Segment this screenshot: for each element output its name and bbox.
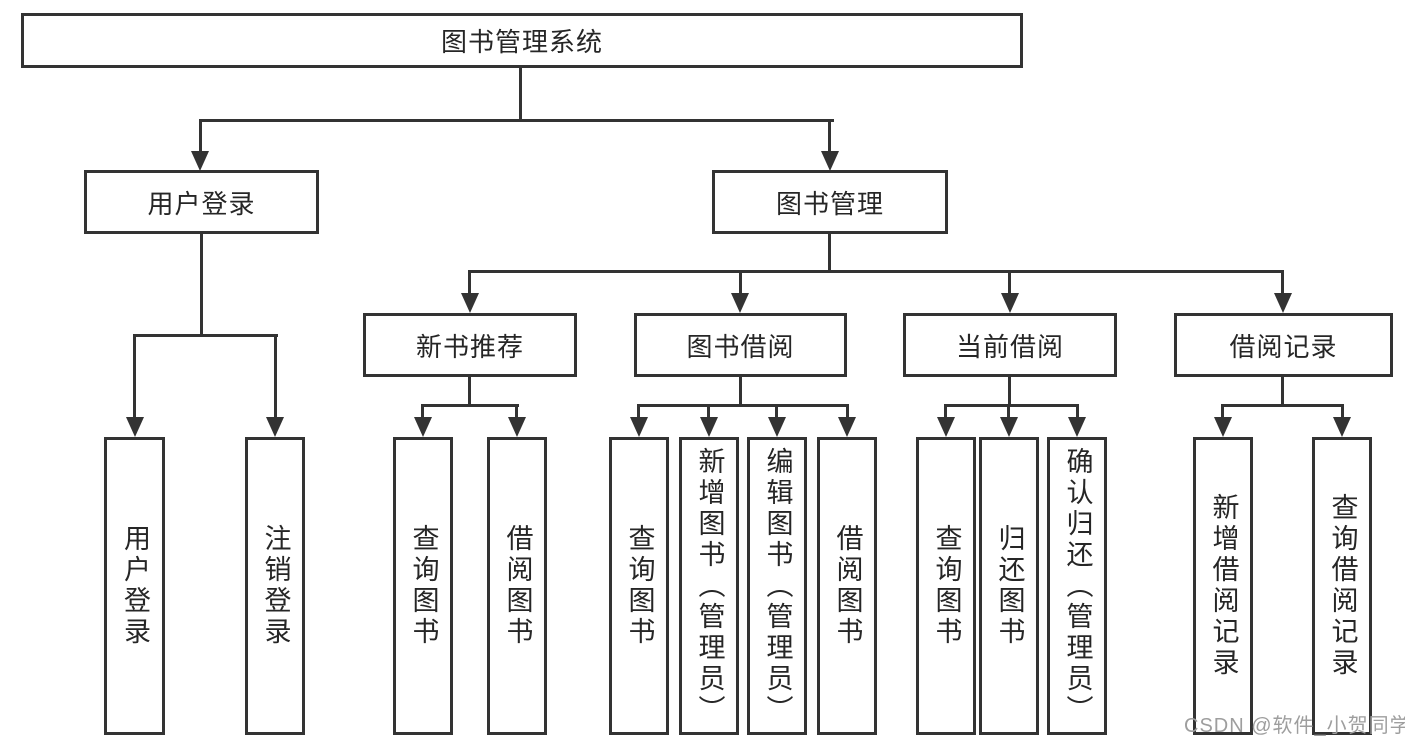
connector-drop-borrow-records xyxy=(1281,270,1284,295)
node-borrow-records: 借阅记录 xyxy=(1174,313,1393,377)
leaf-record-query-label: 查询借阅记录 xyxy=(1327,493,1358,679)
arrow-down-cb2 xyxy=(1000,417,1018,437)
node-book-management-label: 图书管理 xyxy=(775,188,884,219)
leaf-logout-label: 注销登录 xyxy=(260,524,291,648)
node-user-login: 用户登录 xyxy=(84,170,319,234)
leaf-current-confirm-admin-label: 确认归还（管理员） xyxy=(1062,446,1093,726)
arrow-down-leaf-logout xyxy=(266,417,284,437)
connector-book-management-stem xyxy=(828,233,831,273)
arrow-down-cb3 xyxy=(1068,417,1086,437)
connector-book-borrow-bar xyxy=(637,404,849,407)
connector-new-book-bar xyxy=(421,404,519,407)
connector-drop-newbook-borrow xyxy=(515,404,518,419)
node-book-management: 图书管理 xyxy=(712,170,948,234)
connector-book-borrow-stem xyxy=(739,375,742,407)
connector-drop-bb2 xyxy=(707,404,710,419)
leaf-newbook-query-label: 查询图书 xyxy=(408,524,439,648)
connector-drop-br2 xyxy=(1341,404,1344,419)
connector-user-login-stem xyxy=(200,233,203,337)
connector-drop-newbook-query xyxy=(421,404,424,419)
node-book-borrow-label: 图书借阅 xyxy=(686,331,795,362)
node-root: 图书管理系统 xyxy=(21,13,1023,68)
leaf-borrow-add-admin-label: 新增图书（管理员） xyxy=(694,446,725,726)
leaf-user-login-label: 用户登录 xyxy=(120,524,150,648)
leaf-borrow-add-admin: 新增图书（管理员） xyxy=(679,437,739,735)
leaf-borrow-book-label: 借阅图书 xyxy=(832,524,863,648)
leaf-logout: 注销登录 xyxy=(245,437,305,735)
leaf-borrow-query-label: 查询图书 xyxy=(624,524,655,648)
connector-drop-book-management xyxy=(828,119,831,153)
connector-drop-cb3 xyxy=(1076,404,1079,419)
connector-new-book-stem xyxy=(468,375,471,407)
leaf-borrow-edit-admin: 编辑图书（管理员） xyxy=(747,437,807,735)
connector-drop-current-borrow xyxy=(1008,270,1011,295)
connector-drop-bb1 xyxy=(637,404,640,419)
arrow-down-br2 xyxy=(1333,417,1351,437)
arrow-down-br1 xyxy=(1214,417,1232,437)
leaf-record-add: 新增借阅记录 xyxy=(1193,437,1253,735)
node-new-book-recommend-label: 新书推荐 xyxy=(415,331,524,362)
node-book-borrow: 图书借阅 xyxy=(634,313,847,377)
arrow-down-bb4 xyxy=(838,417,856,437)
connector-user-login-bar xyxy=(133,334,278,337)
leaf-newbook-borrow: 借阅图书 xyxy=(487,437,547,735)
connector-drop-book-borrow xyxy=(739,270,742,295)
connector-drop-leaf-logout xyxy=(274,334,277,418)
leaf-borrow-book: 借阅图书 xyxy=(817,437,877,735)
arrow-down-bb3 xyxy=(768,417,786,437)
connector-current-stem xyxy=(1008,375,1011,407)
connector-drop-new-book-recommend xyxy=(468,270,471,295)
leaf-current-query-label: 查询图书 xyxy=(931,524,962,648)
connector-drop-bb3 xyxy=(775,404,778,419)
leaf-newbook-query: 查询图书 xyxy=(393,437,453,735)
leaf-borrow-query: 查询图书 xyxy=(609,437,669,735)
arrow-down-borrow-records xyxy=(1274,293,1292,313)
arrow-down-user-login xyxy=(191,151,209,171)
arrow-down-leaf-user-login xyxy=(126,417,144,437)
leaf-current-query: 查询图书 xyxy=(916,437,976,735)
leaf-user-login: 用户登录 xyxy=(104,437,165,735)
arrow-down-book-borrow xyxy=(731,293,749,313)
connector-drop-cb1 xyxy=(944,404,947,419)
connector-drop-bb4 xyxy=(846,404,849,419)
connector-drop-user-login xyxy=(199,119,202,153)
connector-drop-br1 xyxy=(1221,404,1224,419)
leaf-current-return-label: 归还图书 xyxy=(994,524,1025,648)
connector-root-stem xyxy=(519,66,522,122)
node-borrow-records-label: 借阅记录 xyxy=(1229,331,1338,362)
node-new-book-recommend: 新书推荐 xyxy=(363,313,577,377)
leaf-current-confirm-admin: 确认归还（管理员） xyxy=(1047,437,1107,735)
connector-records-stem xyxy=(1281,375,1284,407)
connector-drop-cb2 xyxy=(1007,404,1010,419)
connector-records-bar xyxy=(1221,404,1344,407)
connector-drop-leaf-user-login xyxy=(133,334,136,418)
arrow-down-book-management xyxy=(821,151,839,171)
connector-current-bar xyxy=(944,404,1079,407)
csdn-watermark: CSDN @软件_小贺同学 xyxy=(1184,715,1405,737)
arrow-down-newbook-borrow xyxy=(508,417,526,437)
arrow-down-bb1 xyxy=(630,417,648,437)
arrow-down-cb1 xyxy=(937,417,955,437)
leaf-current-return: 归还图书 xyxy=(979,437,1039,735)
leaf-newbook-borrow-label: 借阅图书 xyxy=(502,524,533,648)
connector-root-bar xyxy=(199,119,834,122)
arrow-down-newbook-query xyxy=(414,417,432,437)
arrow-down-bb2 xyxy=(700,417,718,437)
node-current-borrow-label: 当前借阅 xyxy=(955,331,1064,362)
node-root-label: 图书管理系统 xyxy=(440,27,603,57)
connector-book-management-bar xyxy=(468,270,1284,273)
arrow-down-current-borrow xyxy=(1001,293,1019,313)
arrow-down-new-book-recommend xyxy=(461,293,479,313)
leaf-borrow-edit-admin-label: 编辑图书（管理员） xyxy=(762,446,793,726)
leaf-record-query: 查询借阅记录 xyxy=(1312,437,1372,735)
leaf-record-add-label: 新增借阅记录 xyxy=(1208,493,1239,679)
node-user-login-label: 用户登录 xyxy=(147,188,256,219)
node-current-borrow: 当前借阅 xyxy=(903,313,1117,377)
